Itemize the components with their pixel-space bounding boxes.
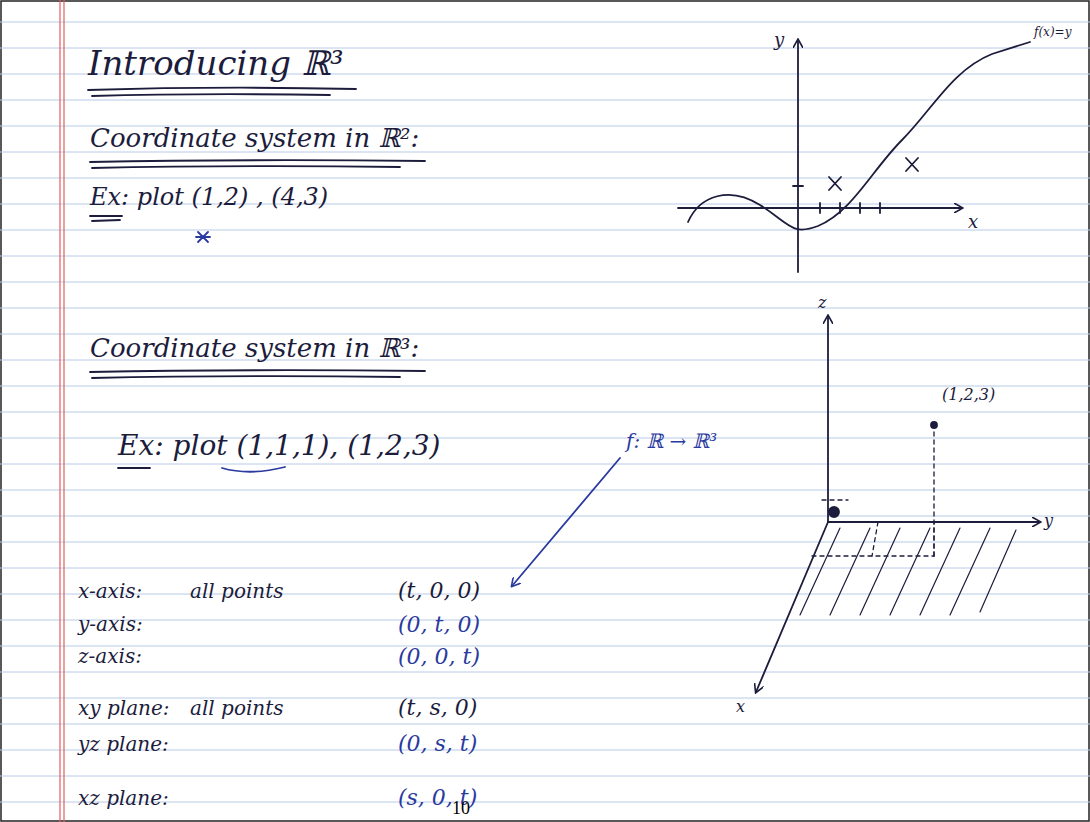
point-set: (0, t, 0) bbox=[398, 612, 480, 637]
point-label: (1,2,3) bbox=[942, 386, 995, 404]
point-set: (t, s, 0) bbox=[398, 695, 477, 720]
point-set: (0, s, t) bbox=[398, 731, 477, 756]
page-number: 10 bbox=[452, 798, 470, 819]
function-note: f: ℝ → ℝ³ bbox=[626, 430, 717, 453]
note-text: all points bbox=[190, 580, 284, 603]
axis-name: y-axis: bbox=[78, 613, 143, 636]
axis-label: x bbox=[736, 698, 745, 716]
example-text: Ex: plot (1,2) , (4,3) bbox=[90, 184, 328, 212]
section-heading: Coordinate system in ℝ³: bbox=[90, 334, 419, 364]
axis-label: z bbox=[818, 294, 826, 312]
plane-name: xy plane: bbox=[78, 697, 170, 720]
section-heading: Coordinate system in ℝ²: bbox=[90, 124, 419, 154]
axis-name: x-axis: bbox=[78, 580, 142, 603]
plane-name: yz plane: bbox=[78, 733, 169, 756]
axis-label: x bbox=[968, 212, 978, 233]
plane-name: xz plane: bbox=[78, 787, 169, 810]
page-title: Introducing ℝ³ bbox=[88, 44, 344, 83]
point-set: (0, 0, t) bbox=[398, 644, 480, 669]
curve-label: f(x)=y bbox=[1034, 26, 1071, 40]
axis-name: z-axis: bbox=[78, 645, 142, 668]
point-set: (t, 0, 0) bbox=[398, 578, 480, 603]
axis-label: y bbox=[1044, 512, 1053, 530]
note-text: all points bbox=[190, 697, 284, 720]
example-text: Ex: plot (1,1,1), (1,2,3) bbox=[118, 430, 440, 462]
axis-label: y bbox=[774, 30, 784, 51]
